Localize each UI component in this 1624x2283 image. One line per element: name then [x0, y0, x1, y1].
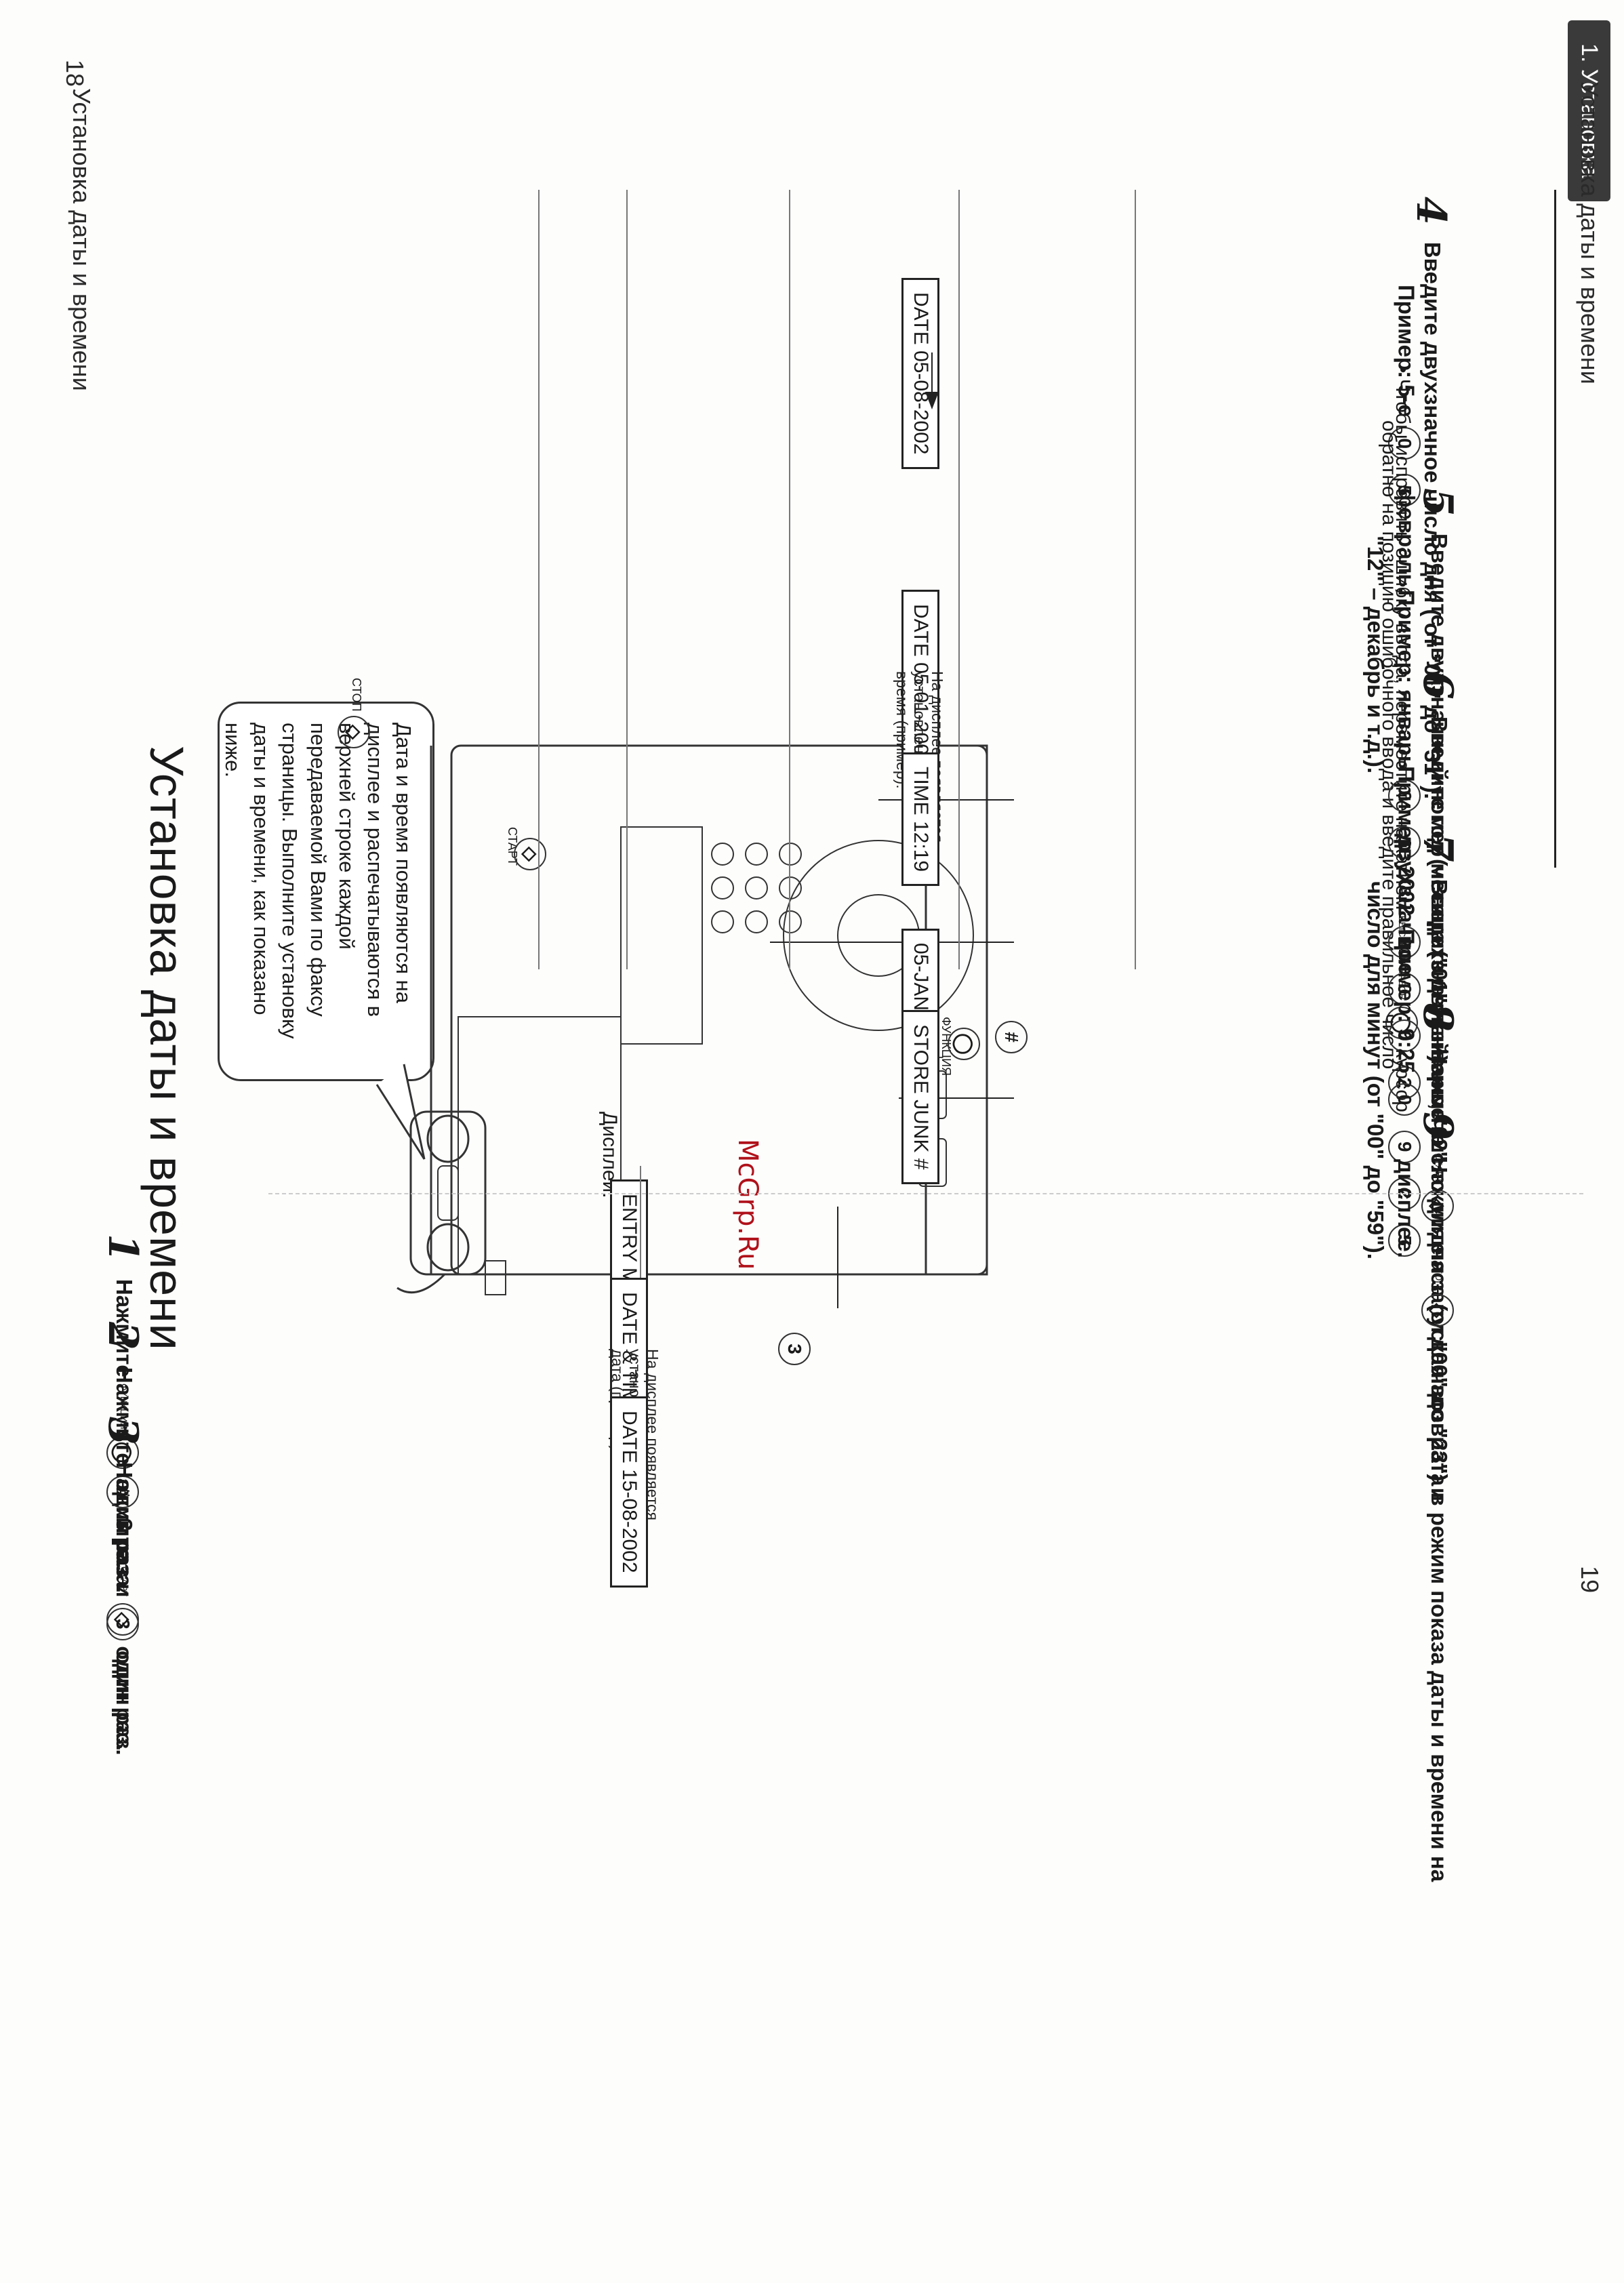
fax-machine-illustration: [430, 744, 1014, 1308]
divider: [958, 190, 960, 969]
stop-key-label: СТОП: [1434, 1261, 1444, 1288]
top-rule: [1554, 190, 1556, 868]
step-number: 1: [98, 1234, 146, 1262]
arrow-icon: [931, 352, 933, 407]
stop-key-icon: ◇: [1421, 1294, 1454, 1327]
start-key-label: СТАРТ: [119, 1566, 129, 1597]
intro-text: Дата и время появляются на дисплее и рас…: [221, 723, 415, 1039]
step-text: для возврата в режим показа даты и време…: [1427, 1337, 1452, 1882]
step-text: Нажмите: [1427, 1156, 1452, 1255]
intro-callout: Дата и время появляются на дисплее и рас…: [218, 702, 434, 1081]
page-title: Установка даты и времени: [140, 746, 193, 1351]
divider: [789, 190, 790, 969]
page-gutter: [268, 1193, 1583, 1194]
step-number: 2: [98, 1322, 146, 1350]
step-text: дисплее.: [1393, 1159, 1419, 1258]
left-page-number: 18: [61, 60, 89, 87]
stop-key-label: СТОП: [350, 678, 363, 712]
step-number: 6: [1413, 671, 1461, 700]
start-key-icon: ◇: [514, 838, 546, 870]
example-label: Пример: 9:25: [1394, 929, 1419, 1074]
hash-key-callout: #: [995, 1021, 1028, 1053]
left-running-head: Установка даты и времени: [68, 88, 96, 391]
step-text: "12" – декабрь и т.д.).: [1362, 536, 1388, 774]
display-date: DATE 15-08-2002: [610, 1396, 648, 1588]
step-text: Нажмите: [112, 1461, 137, 1560]
display-date-step-4: DATE 05-08-2002: [901, 278, 939, 469]
display-time: TIME 12:19: [901, 752, 939, 887]
left-step-3: 3 Нажмите СТАРТ ◇ один раз.: [99, 1417, 146, 2162]
right-running-head: Установка даты и времени: [1576, 81, 1604, 384]
step-number: 8: [1413, 1003, 1461, 1032]
step-number: 5: [1413, 488, 1461, 517]
start-key-icon: ◇: [106, 1603, 139, 1636]
step-text: один раз.: [112, 1646, 137, 1751]
step-number: 9: [1413, 1112, 1461, 1140]
handset-illustration: [397, 1110, 506, 1295]
right-page-number: 19: [1576, 1566, 1604, 1594]
divider: [1135, 190, 1136, 969]
right-step-9: 9 Нажмите СТОП ◇ для возврата в режим пок…: [1390, 1112, 1461, 1891]
callout-pointer: [375, 1064, 426, 1160]
step-number: 3: [98, 1417, 146, 1445]
step-number: 7: [1413, 834, 1461, 862]
step-number: 4: [1406, 197, 1455, 225]
divider: [538, 190, 540, 969]
watermark: McGrp.Ru: [732, 1139, 763, 1270]
stop-key-icon: ◇: [338, 716, 370, 748]
step-text: число для минут (от "00" до "59").: [1362, 881, 1388, 1259]
function-key-icon: ◯: [948, 1028, 980, 1060]
divider: [626, 190, 628, 969]
three-key-callout: 3: [778, 1333, 811, 1365]
display-store-junk: STORE JUNK #: [901, 1010, 939, 1184]
